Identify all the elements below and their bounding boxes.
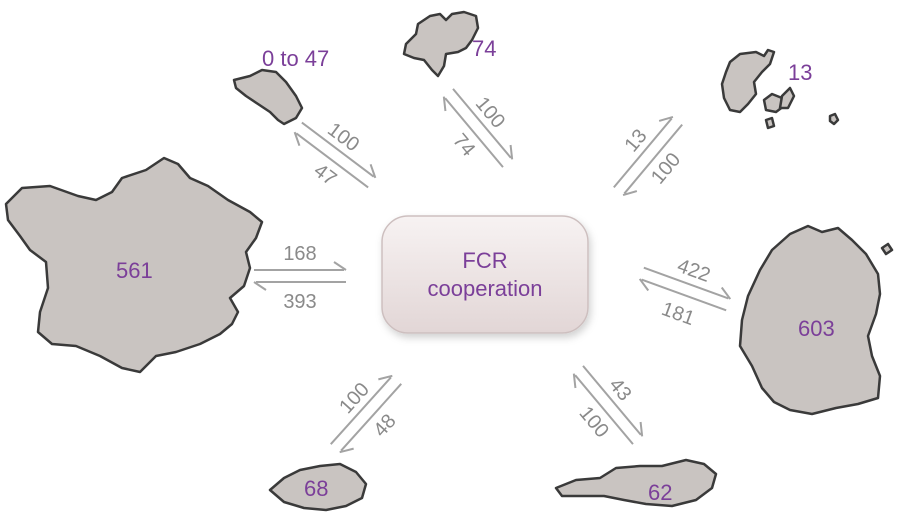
germany-flow-out: 422 — [674, 255, 713, 287]
denmark-arrow-to-denmark — [613, 115, 674, 189]
belgium-arrow-from-hub — [293, 131, 369, 189]
netherlands-flow-out: 100 — [471, 93, 509, 133]
france-map — [4, 156, 264, 374]
germany-island — [880, 242, 894, 256]
netherlands-value: 74 — [472, 36, 496, 61]
germany-flow: 422 181 — [638, 255, 732, 330]
hub-title: FCR — [462, 248, 507, 273]
germany-arrow-to-germany — [643, 266, 732, 300]
denmark-value: 13 — [788, 60, 812, 85]
france-flow-in: 393 — [283, 291, 316, 313]
germany-map — [738, 224, 882, 416]
switzerland-arrow-from-hub — [339, 383, 402, 454]
france-flow: 168 393 — [253, 243, 347, 313]
austria-flow: 43 100 — [572, 365, 644, 445]
denmark-flow: 13 100 — [613, 115, 685, 197]
netherlands-arrow-from-hub — [442, 96, 504, 168]
austria-flow-out: 43 — [604, 374, 635, 405]
austria-arrow-to-austria — [582, 365, 644, 437]
austria-map — [554, 458, 718, 508]
germany-value: 603 — [798, 316, 835, 341]
austria-value: 62 — [648, 480, 672, 505]
fcr-cooperation-hub — [381, 215, 589, 334]
austria-arrow-to-hub — [572, 373, 634, 445]
switzerland-flow-out: 100 — [335, 379, 374, 419]
austria-flow-in: 100 — [575, 402, 613, 442]
switzerland-arrow-to-hub — [330, 374, 393, 445]
france-arrow-from-hub — [253, 281, 346, 291]
denmark-arrow-to-hub — [622, 123, 683, 197]
denmark-flow-in: 100 — [647, 149, 685, 189]
switzerland-value: 68 — [304, 476, 328, 501]
hub-subtitle: cooperation — [428, 276, 543, 301]
france-value: 561 — [116, 258, 153, 283]
denmark-map — [720, 48, 840, 130]
netherlands-arrow-to-hub — [452, 88, 514, 160]
denmark-flow-out: 13 — [620, 125, 651, 156]
france-arrow-to-hub — [254, 261, 347, 271]
germany-arrow-to-hub — [638, 278, 727, 312]
belgium-value: 0 to 47 — [262, 46, 329, 71]
netherlands-flow: 100 74 — [442, 88, 514, 168]
germany-flow-in: 181 — [659, 298, 698, 330]
switzerland-map — [268, 462, 368, 512]
france-flow-out: 168 — [283, 243, 316, 265]
belgium-arrow-to-hub — [301, 121, 377, 179]
netherlands-map — [402, 10, 480, 78]
switzerland-flow: 100 48 — [330, 374, 402, 454]
belgium-map — [232, 68, 304, 126]
belgium-flow-out: 100 — [323, 119, 363, 157]
